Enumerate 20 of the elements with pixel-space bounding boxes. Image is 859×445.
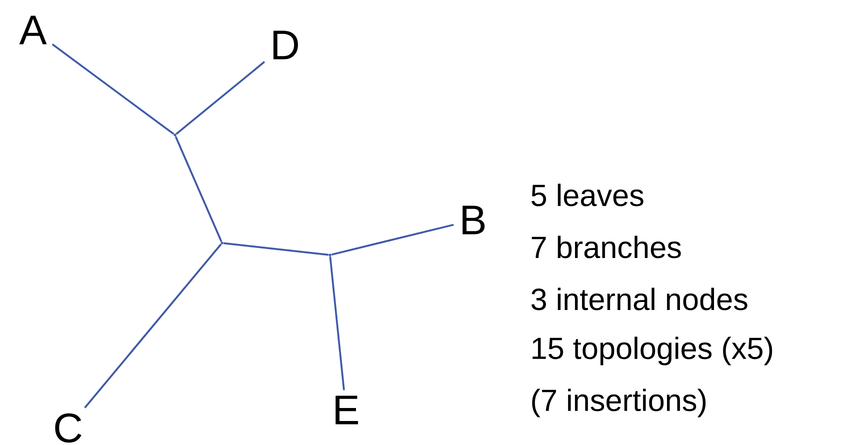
- note-text: 15 topologies (x5): [532, 336, 772, 366]
- note-text: (7 insertions): [532, 388, 706, 418]
- tree-branch: [331, 224, 454, 256]
- leaf-label: C: [55, 413, 82, 443]
- tree-branch: [176, 61, 266, 135]
- tree-branch: [224, 242, 329, 256]
- leaf-label: A: [19, 16, 47, 44]
- branch-junction: [220, 242, 224, 244]
- tree-branch: [174, 136, 222, 242]
- note-text: 7 branches: [532, 236, 681, 258]
- leaf-label: E: [336, 396, 358, 424]
- tree-branch: [52, 44, 174, 135]
- note-text: 3 internal nodes: [531, 288, 748, 310]
- branch-junction: [174, 134, 176, 136]
- tree-branch: [84, 244, 222, 408]
- tree-branch: [329, 256, 345, 390]
- note-text: 5 leaves: [532, 184, 644, 206]
- leaf-label: D: [273, 30, 298, 60]
- leaf-label: B: [462, 206, 485, 234]
- branch-junction: [328, 254, 332, 256]
